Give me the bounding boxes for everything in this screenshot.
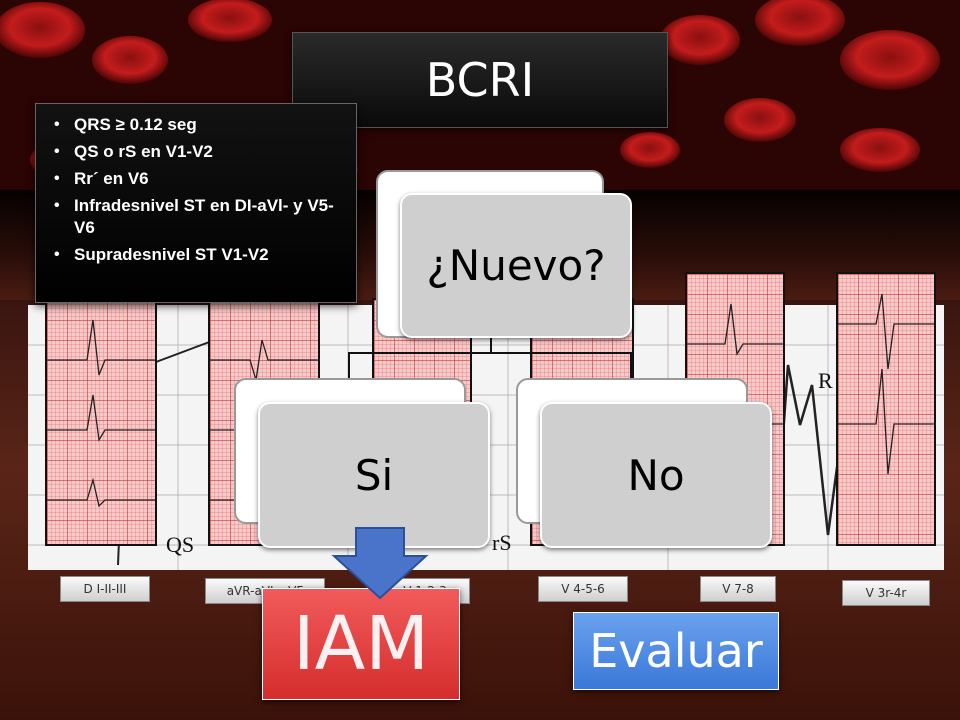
iam-outcome: IAM	[262, 588, 460, 700]
connector-left	[348, 352, 350, 380]
down-arrow-icon	[331, 527, 429, 600]
connector-right	[630, 352, 632, 380]
question-node: ¿Nuevo?	[400, 193, 632, 338]
criteria-item: QRS ≥ 0.12 seg	[54, 114, 346, 136]
evaluar-outcome: Evaluar	[573, 612, 779, 690]
waveform-label-qs: QS	[166, 532, 195, 557]
lead-label-v78: V 7-8	[700, 576, 776, 602]
connector-vertical	[490, 336, 492, 354]
criteria-item: Supradesnivel ST V1-V2	[54, 244, 346, 266]
ecg-strip-v3r4r	[836, 272, 936, 546]
criteria-box: QRS ≥ 0.12 seg QS o rS en V1-V2 Rr´ en V…	[35, 103, 357, 303]
criteria-list: QRS ≥ 0.12 seg QS o rS en V1-V2 Rr´ en V…	[54, 114, 346, 266]
criteria-item: Rr´ en V6	[54, 168, 346, 190]
lead-label-d: D I-II-III	[60, 576, 150, 602]
lead-label-v3r4r: V 3r-4r	[842, 580, 930, 606]
iam-text: IAM	[292, 601, 430, 687]
criteria-item: QS o rS en V1-V2	[54, 141, 346, 163]
question-text: ¿Nuevo?	[426, 241, 606, 290]
no-node: No	[540, 402, 772, 548]
connector-horizontal	[348, 352, 632, 354]
waveform-label-rs: rS	[492, 530, 512, 555]
lead-label-v456: V 4-5-6	[538, 576, 628, 602]
ecg-strip-d	[45, 298, 157, 546]
yes-node: Si	[258, 402, 490, 548]
waveform-label-r: R	[818, 368, 833, 393]
criteria-item: Infradesnivel ST en DI-aVl- y V5-V6	[54, 195, 346, 239]
no-text: No	[627, 450, 685, 500]
yes-text: Si	[354, 450, 394, 500]
slide-title-text: BCRI	[425, 53, 535, 107]
evaluar-text: Evaluar	[589, 624, 763, 678]
